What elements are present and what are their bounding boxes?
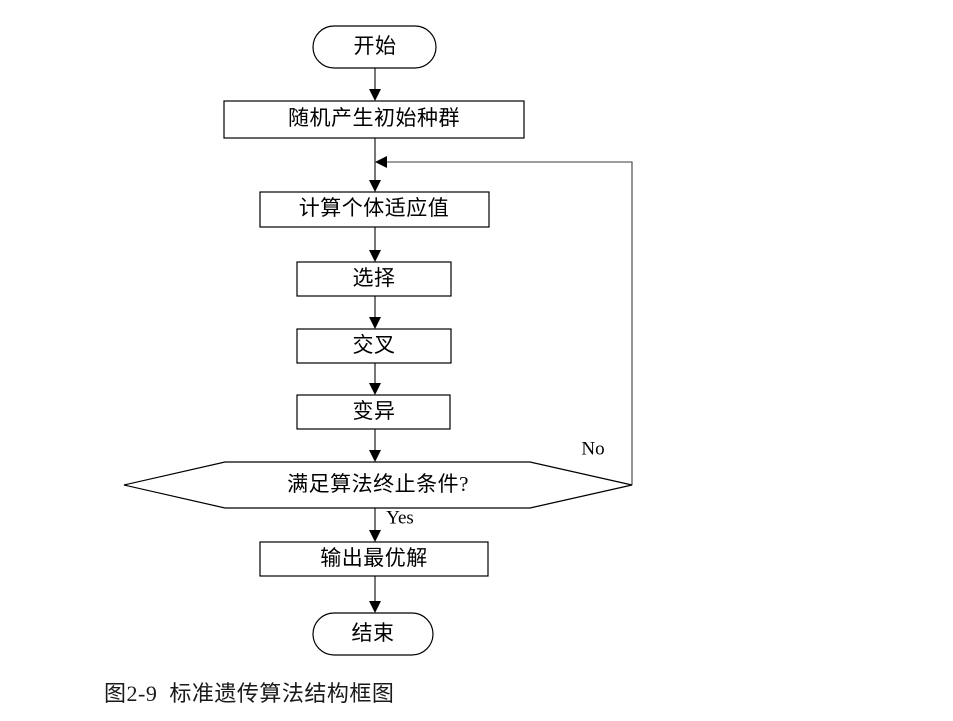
node-init-population[interactable]: 随机产生初始种群 [223,100,525,139]
node-init-population-label: 随机产生初始种群 [288,106,460,130]
edge-output-to-end [369,576,381,613]
edge-crossover-to-mutation [369,362,381,395]
edge-decision-no-loop [375,156,633,485]
node-end[interactable]: 结束 [312,612,434,656]
node-selection-label: 选择 [353,266,396,290]
node-termination-decision-label: 满足算法终止条件? [287,472,469,496]
node-compute-fitness-label: 计算个体适应值 [299,196,450,220]
edge-decision-to-output [369,508,381,542]
node-termination-decision[interactable]: 满足算法终止条件? [123,461,633,509]
node-output-best-label: 输出最优解 [320,546,428,570]
edge-label-yes: Yes [386,507,414,528]
node-compute-fitness[interactable]: 计算个体适应值 [259,191,490,228]
node-mutation-label: 变异 [353,399,396,423]
node-start-label: 开始 [354,34,397,58]
edge-start-to-init [369,68,381,101]
node-crossover-label: 交叉 [353,333,396,357]
edge-fitness-to-selection [369,227,381,262]
edge-selection-to-crossover [369,296,381,329]
node-output-best[interactable]: 输出最优解 [259,541,489,577]
node-end-label: 结束 [352,621,395,645]
node-selection[interactable]: 选择 [296,261,452,297]
figure-caption: 图2-9 标准遗传算法结构框图 [104,681,395,706]
edge-mutation-to-decision [369,428,381,462]
node-start[interactable]: 开始 [312,25,437,69]
node-mutation[interactable]: 变异 [296,394,451,430]
edge-init-to-fitness [369,138,381,192]
node-crossover[interactable]: 交叉 [296,328,452,364]
edge-label-no: No [581,438,604,459]
